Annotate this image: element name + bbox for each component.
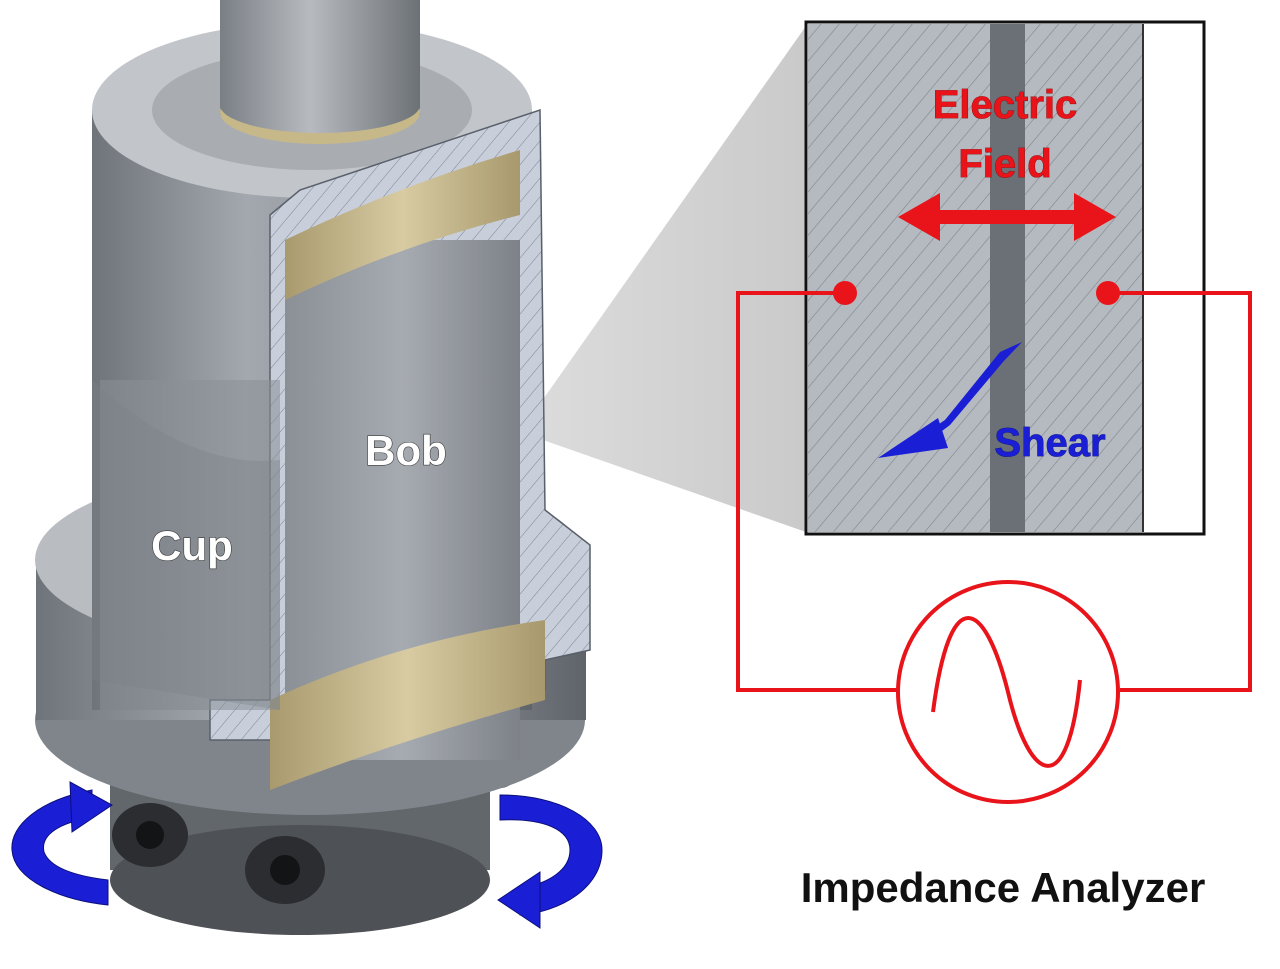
- sample-gap: [990, 24, 1025, 532]
- zoom-callout-wedge: [520, 26, 806, 532]
- gap-detail-panel: Electric Field Shear: [804, 20, 1206, 536]
- measurement-circuit: [736, 291, 1252, 692]
- bottom-bushing: [270, 620, 545, 790]
- bob-label: Bob: [365, 427, 447, 474]
- ac-source-icon: [896, 580, 1120, 804]
- shear-label: Shear: [994, 421, 1105, 465]
- impedance-analyzer-label: Impedance Analyzer: [801, 864, 1206, 911]
- top-bushing: [285, 150, 520, 300]
- electric-field-arrow-icon: [898, 193, 1116, 241]
- cup-label: Cup: [151, 522, 233, 569]
- electric-field-label-line1: Electric: [933, 83, 1078, 127]
- left-electrode-contact: [833, 281, 857, 305]
- right-lead-wire: [1108, 291, 1252, 692]
- cup-bob-assembly: Bob Cup: [35, 0, 591, 935]
- bob-wall-section: [1025, 24, 1143, 532]
- left-lead-wire: [736, 291, 898, 692]
- shear-arrow-icon: [878, 342, 1022, 458]
- electric-field-label-line2: Field: [958, 142, 1051, 186]
- rotation-arrow-right-icon: [497, 794, 603, 929]
- right-electrode-contact: [1096, 281, 1120, 305]
- rotation-arrow-left-icon: [11, 781, 113, 906]
